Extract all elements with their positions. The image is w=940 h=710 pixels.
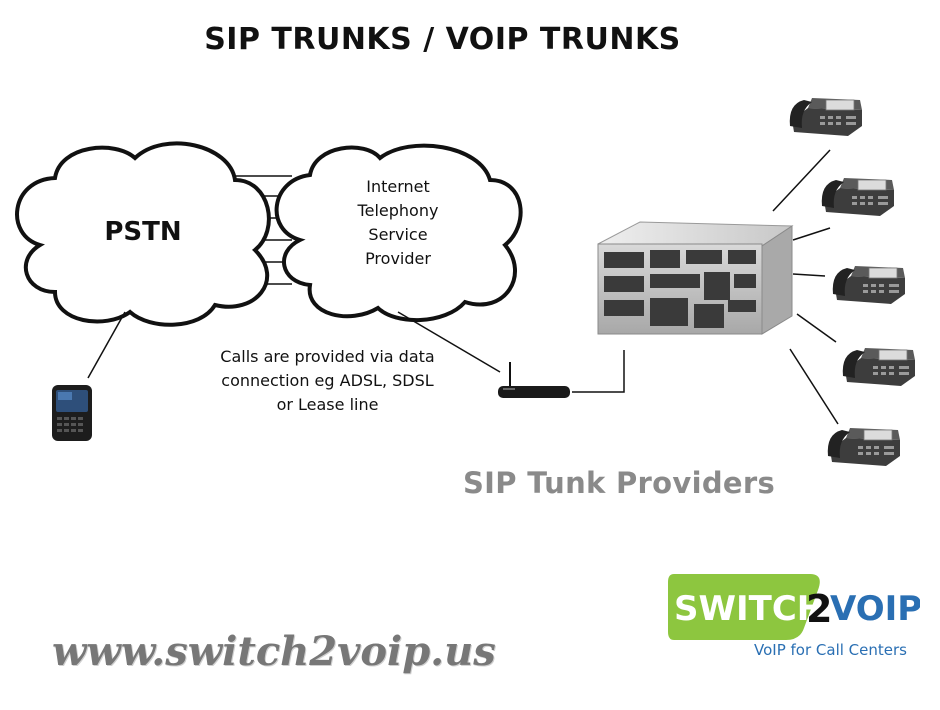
diagram-title: SIP TRUNKS / VOIP TRUNKS: [204, 22, 681, 57]
desk-phone-icon: [821, 178, 894, 216]
phone-line: [792, 273, 826, 277]
logo-brand-part2: VOIP: [830, 589, 920, 629]
itsp-cloud: [274, 143, 523, 323]
pbx-to-phone-lines: [772, 149, 839, 425]
itsp-label-line-1: Internet: [366, 177, 430, 196]
phone-line: [789, 348, 839, 425]
itsp-label-line-3: Service: [368, 225, 427, 244]
website-url: www.switch2voip.us: [52, 628, 496, 675]
itsp-label-line-4: Provider: [365, 249, 431, 268]
connection-note: Calls are provided via data connection e…: [195, 345, 460, 417]
pstn-label: PSTN: [104, 217, 181, 247]
pstn-to-mobile-line: [87, 311, 126, 379]
logo-tagline: VoIP for Call Centers: [754, 641, 907, 659]
note-line-2: connection eg ADSL, SDSL: [221, 371, 434, 390]
pstn-cloud: [15, 141, 271, 327]
router-icon: [498, 362, 570, 398]
note-line-1: Calls are provided via data: [220, 347, 435, 366]
logo-brand-part1: SWITCH: [674, 589, 825, 629]
itsp-to-router-line: [397, 311, 501, 373]
switch2voip-logo: SWITCH 2 VOIP: [668, 566, 922, 666]
phone-line: [796, 313, 837, 343]
logo-brand-digit: 2: [806, 587, 832, 631]
pbx-icon: [597, 221, 794, 335]
note-line-3: or Lease line: [276, 395, 379, 414]
desk-phone-icon: [842, 348, 915, 386]
itsp-label-line-2: Telephony: [357, 201, 439, 220]
phone-line: [792, 227, 831, 241]
desk-phone-icon: [827, 428, 900, 466]
providers-label: SIP Tunk Providers: [463, 466, 776, 500]
smartphone-icon: [52, 385, 92, 441]
phone-group: [789, 98, 915, 466]
router-to-pbx-line: [572, 350, 625, 393]
phone-line: [772, 149, 831, 212]
desk-phone-icon: [789, 98, 862, 136]
desk-phone-icon: [832, 266, 905, 304]
